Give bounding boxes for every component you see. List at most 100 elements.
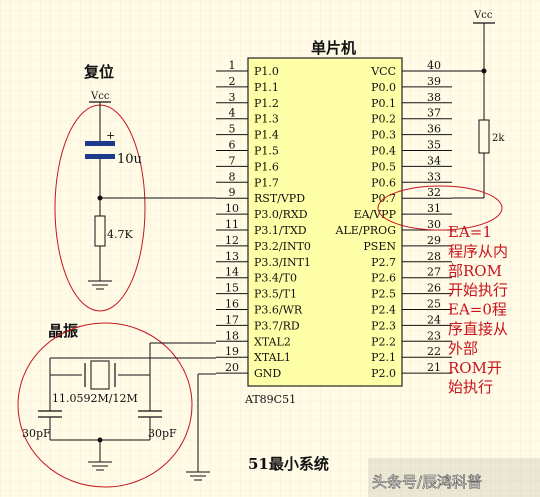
left-pin-number: 15 [225,282,239,295]
left-pin-number: 11 [225,218,239,231]
right-pin-number: 22 [427,345,441,358]
capacitor-plus: + [106,129,115,142]
chip-ground-icon [186,471,210,481]
left-pin-label: P3.5/T1 [254,288,297,301]
right-pin-label: P2.0 [371,367,396,380]
right-pin-label: ALE/PROG [335,224,396,237]
right-pin-label: P0.0 [371,81,396,94]
left-pin-label: P1.6 [254,160,279,173]
crystal-frequency: 11.0592M/12M [52,392,138,405]
crystal-label: 晶振 [48,322,78,340]
ea-note-line: 程序从内 [448,242,508,260]
right-pin-number: 30 [427,218,441,231]
left-pin-label: P3.4/T0 [254,272,297,285]
crystal-circle [17,322,193,488]
right-pin-number: 34 [427,154,441,167]
right-pin-label: P0.5 [371,160,396,173]
right-pin-number: 24 [427,313,441,326]
right-pin-label: P0.3 [371,129,396,142]
right-pin-number: 21 [427,361,441,374]
c2-value: 30pF [148,427,177,440]
right-pin-label: P0.2 [371,113,396,126]
vcc-junction [481,68,487,74]
left-pin-label: P1.2 [254,97,279,110]
right-pin-number: 23 [427,329,441,342]
left-pin-label: P1.7 [254,176,279,189]
right-pin-number: 32 [427,186,441,199]
left-pin-number: 13 [225,250,239,263]
ea-note-line: 外部 [448,339,478,357]
left-pin-label: P3.3/INT1 [254,256,311,269]
left-pin-label: P3.2/INT0 [254,240,311,253]
ea-note-line: 开始执行 [448,281,508,299]
right-pin-number: 26 [427,282,441,295]
right-pin-number: 37 [427,107,441,120]
ea-note-line: 部ROM [448,262,502,280]
capacitor-plate-bottom [85,154,115,159]
right-pin-number: 27 [427,266,441,279]
watermark: 头条号/辰鸿科普 [368,458,540,497]
left-pin-number: 10 [225,202,239,215]
right-pin-label: P2.7 [371,256,396,269]
watermark-text: 头条号/辰鸿科普 [372,473,482,491]
right-pin-number: 40 [427,59,441,72]
system-caption: 51最小系统 [248,455,329,473]
left-pin-number: 17 [225,313,239,326]
left-pin-number: 14 [225,266,239,279]
c1-value: 30pF [22,427,51,440]
chip-title: 单片机 [311,39,356,57]
left-pin-number: 6 [229,139,236,152]
left-pin-number: 5 [229,123,236,136]
ea-note-line: EA=1 [448,223,492,241]
left-pin-number: 9 [229,186,236,199]
resistor-4k7 [94,215,106,247]
right-pin-label: P0.1 [371,97,396,110]
ea-highlight-ellipse [377,185,503,231]
right-pin-label: P0.4 [371,145,396,158]
right-pin-label: P2.2 [371,335,396,348]
ea-note-line: ROM开 [448,359,502,377]
left-pin-number: 1 [229,59,236,72]
left-pin-label: XTAL1 [254,351,291,364]
right-pin-label: P2.6 [371,272,396,285]
left-pin-label: P1.4 [254,129,279,142]
left-pin-label: GND [254,367,281,380]
crystal-body [90,360,110,390]
crystal-ground-icon [88,461,112,471]
left-pin-label: P1.1 [254,81,279,94]
resistor-2k [478,119,490,154]
right-pin-label: VCC [370,65,396,78]
reset-label: 复位 [83,63,114,81]
right-pin-number: 25 [427,298,441,311]
left-pin-number: 16 [225,298,239,311]
left-pin-label: P1.0 [254,65,279,78]
right-pin-label: EA/VPP [354,208,397,221]
left-pin-number: 3 [229,91,236,104]
right-pin-number: 28 [427,250,441,263]
resistor-4k7-value: 4.7K [107,228,133,241]
left-pin-number: 7 [229,154,236,167]
right-pin-number: 29 [427,234,441,247]
left-pin-label: RST/VPD [254,192,305,205]
ea-note-line: EA=0程 [448,301,507,319]
left-pin-number: 2 [229,75,236,88]
capacitor-plate-top [85,141,115,146]
reset-vcc-label: Vcc [90,91,110,102]
resistor-2k-value: 2k [492,133,505,144]
left-pin-number: 8 [229,170,236,183]
right-pin-number: 31 [427,202,441,215]
left-pin-label: P3.6/WR [254,304,303,317]
right-pin-label: PSEN [363,240,396,253]
right-pin-number: 38 [427,91,441,104]
right-pin-label: P2.3 [371,319,396,332]
right-pin-label: P0.6 [371,176,396,189]
right-pin-label: P2.1 [371,351,396,364]
right-pin-label: P2.4 [371,304,396,317]
left-pin-label: P3.0/RXD [254,208,308,221]
chip-body [247,57,403,387]
ea-note-line: 始执行 [448,378,493,396]
reset-ground-icon [88,280,112,290]
